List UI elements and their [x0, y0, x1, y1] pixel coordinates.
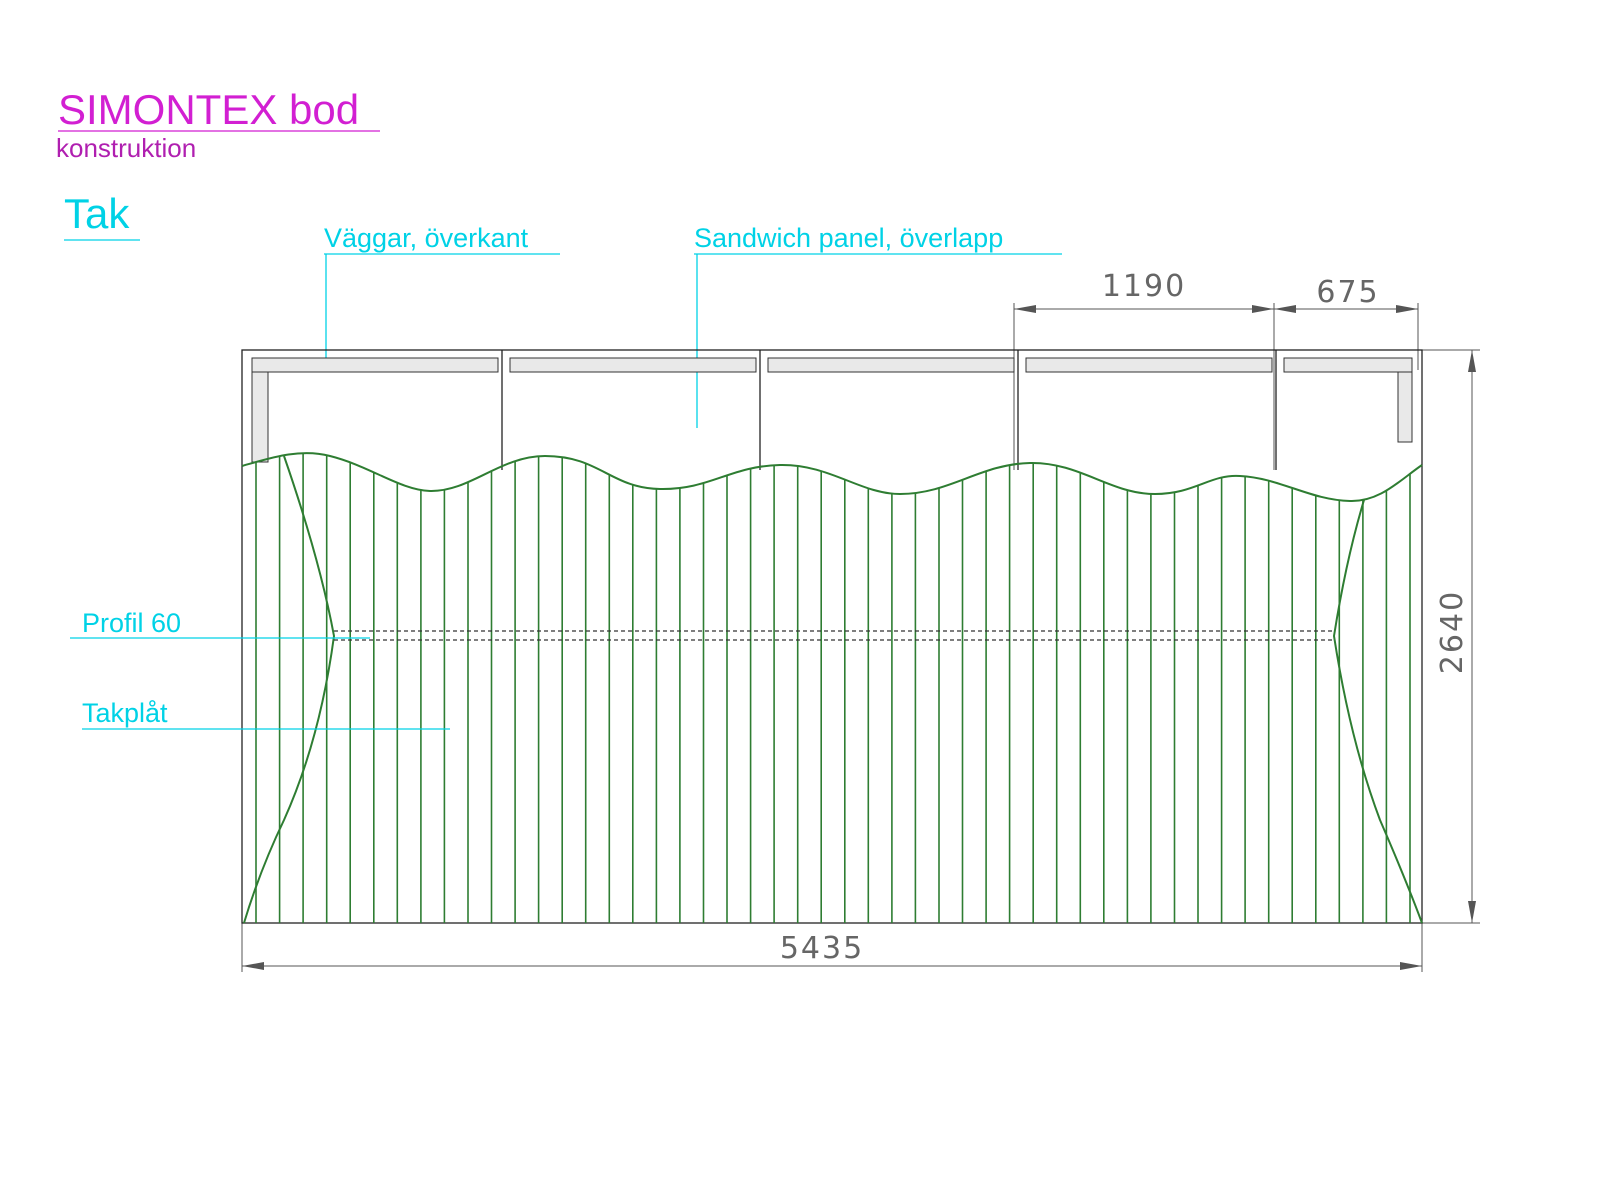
roof-sheet-wavy-edge [241, 452, 1423, 503]
roof-sheet-left-curve [243, 455, 336, 924]
dimension-end-width: 675 [1274, 275, 1419, 370]
callout-sandwich-panel: Sandwich panel, överlapp [694, 223, 1003, 253]
dimension-total-depth: 2640 [1418, 349, 1480, 924]
callout-profile: Profil 60 [82, 608, 181, 638]
callout-walls-top: Väggar, överkant [324, 223, 529, 253]
dimension-panel-width: 1190 [1013, 269, 1275, 470]
roof-sheet-corrugations [255, 453, 1411, 923]
panel-divisions [501, 350, 1277, 470]
dimension-end-width-label: 675 [1316, 275, 1379, 310]
roof-sheet-right-curve [1332, 499, 1423, 924]
callout-roof-sheet: Takplåt [82, 698, 168, 728]
sandwich-panel-strips [251, 357, 1413, 463]
section-heading: Tak [64, 190, 130, 237]
dimension-total-width-label: 5435 [780, 931, 864, 966]
profile-60-beam [334, 630, 1334, 641]
roof-outline [241, 349, 1423, 924]
dimension-total-depth-label: 2640 [1435, 590, 1470, 674]
drawing-subtitle: konstruktion [56, 133, 196, 163]
dimension-total-width: 5435 [241, 923, 1423, 972]
dimension-panel-width-label: 1190 [1102, 269, 1186, 304]
drawing-title: SIMONTEX bod [58, 86, 359, 133]
